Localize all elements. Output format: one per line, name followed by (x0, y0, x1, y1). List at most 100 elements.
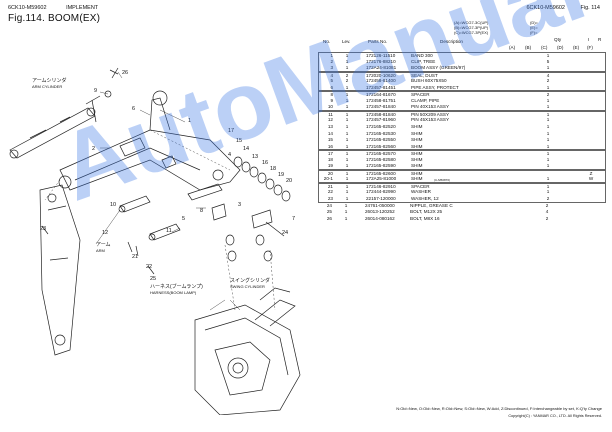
callout-numbers: 26 9 6 2 1 3 17 15 14 4 10 13 16 18 19 2… (40, 70, 295, 282)
legend-line-f: (F)= (530, 30, 538, 35)
callout-24: 24 (282, 230, 288, 236)
assembly-dashes (44, 129, 276, 311)
arm-label-en: ARM (96, 248, 105, 253)
callout-18: 18 (270, 166, 276, 172)
harness-label-jp: ハーネス(ブームランプ) (150, 283, 203, 290)
callout-8: 8 (200, 208, 203, 214)
qty-col-c: (C) (541, 45, 548, 50)
callout-5: 5 (182, 216, 185, 222)
col-part-no: Parts No. (368, 39, 388, 44)
copyright: Copyright(C) : YANMAR CO., LTD. All Righ… (508, 414, 602, 418)
section-name: IMPLEMENT (66, 5, 99, 11)
figure-number: Fig. 114 (580, 5, 600, 11)
callout-6: 6 (132, 106, 135, 112)
arm-drawing (39, 184, 81, 356)
bolts-drawing (41, 67, 285, 275)
col-i: I (588, 37, 590, 42)
callout-17: 17 (228, 128, 234, 134)
leader-lines (95, 71, 241, 311)
parts-table-header: No. Lev. Parts No. Description Qty I R (… (318, 37, 606, 53)
model-code: 6CK10-M59602 (8, 5, 47, 11)
callout-15: 15 (236, 138, 242, 144)
arm-label-jp: アーム (96, 242, 111, 248)
callout-26: 26 (122, 70, 128, 76)
callout-14: 14 (243, 146, 249, 152)
swing-bracket-drawing (194, 287, 301, 415)
callout-3: 3 (238, 202, 241, 208)
qty-col-d: (D) (557, 45, 564, 50)
callout-22: 22 (146, 264, 152, 270)
callout-20: 20 (286, 178, 292, 184)
qty-col-a: (A) (509, 45, 516, 50)
swing-cylinder-label-jp: スイングシリンダ (230, 277, 270, 284)
callout-4: 4 (228, 152, 231, 158)
qty-col-e: (E) (573, 45, 580, 50)
callout-9: 9 (94, 88, 97, 94)
col-lev: Lev. (342, 39, 351, 44)
legend-line-b: (B)=WCG7-3P(UP) (454, 25, 489, 30)
col-qty: Qty (554, 37, 562, 42)
arm-cylinder-label-en: ARM CYLINDER (32, 84, 62, 89)
legend-line-d: (D)= (530, 20, 538, 25)
callout-23: 23 (40, 226, 46, 232)
model-legend: (A)=WCG7-3C(UP) (B)=WCG7-3P(UP) (C)=WCG7… (454, 20, 538, 35)
swing-cylinder-label-en: SWING CYLINDER (230, 284, 265, 289)
header-left: 6CK10-M59602 IMPLEMENT (8, 5, 98, 11)
callout-7: 7 (292, 216, 295, 222)
col-r: R (598, 37, 602, 42)
callout-16: 16 (262, 160, 268, 166)
exploded-parts-diagram: アームシリンダ ARM CYLINDER アーム ARM ハーネス(ブームランプ… (9, 67, 301, 415)
callout-25: 25 (150, 276, 156, 282)
page-title: Fig.114. BOOM(EX) (8, 13, 101, 24)
arm-cylinder-drawing (9, 95, 101, 159)
arm-cylinder-label-jp: アームシリンダ (32, 77, 67, 84)
qty-col-f: (F) (587, 45, 593, 50)
col-description: Description (440, 39, 463, 44)
callout-13: 13 (252, 154, 258, 160)
qty-col-b: (B) (525, 45, 532, 50)
change-code-legend: N:Old○New, O:Old○New, R:Old○New, S:Old○N… (396, 406, 602, 411)
model-code-right: 6CK10-M59602 (526, 5, 565, 11)
callout-11: 11 (166, 228, 172, 234)
legend-line-e: (E)= (530, 25, 538, 30)
col-no: No. (323, 39, 331, 44)
harness-label-en: HARNESS(BOOM LAMP) (150, 290, 197, 295)
callout-2: 2 (92, 146, 95, 152)
header-right: 6CK10-M59602 Fig. 114 (526, 5, 600, 11)
callout-21: 21 (132, 254, 138, 260)
callout-19: 19 (278, 172, 284, 178)
legend-line-a: (A)=WCG7-3C(UP) (454, 20, 489, 25)
boom-drawing (58, 90, 241, 191)
pins-drawing (118, 183, 223, 241)
callout-12: 12 (102, 230, 108, 236)
shims-drawing (211, 156, 291, 262)
legend-line-c: (C)=WCG7-3P(EX) (454, 30, 489, 35)
